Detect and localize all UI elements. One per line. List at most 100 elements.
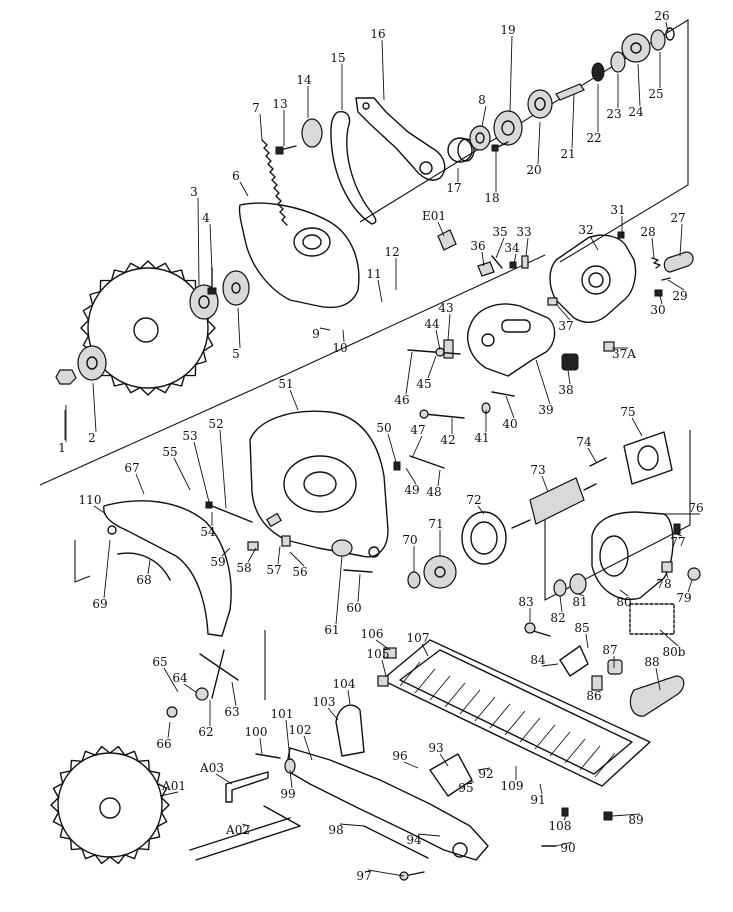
callout-number: 80 xyxy=(616,595,631,609)
callout-leader xyxy=(437,221,445,237)
callout-c35: 35 xyxy=(492,225,508,259)
callout-leader xyxy=(539,783,543,795)
upper-guard-6 xyxy=(238,202,360,309)
callout-c52: 52 xyxy=(208,417,227,509)
callout-c22: 22 xyxy=(586,84,602,145)
callout-c1: 1 xyxy=(58,405,67,455)
callout-c39: 39 xyxy=(535,359,554,417)
callout-leader xyxy=(439,753,449,767)
parts-76-79 xyxy=(661,523,701,581)
lock-lever-36 xyxy=(477,261,495,277)
callout-ca03: A03 xyxy=(199,761,233,785)
callout-number: 94 xyxy=(406,833,422,847)
callout-c7: 7 xyxy=(252,101,263,141)
callout-c8: 8 xyxy=(478,93,487,127)
base-plate-107 xyxy=(381,639,651,787)
plate-39 xyxy=(467,303,556,377)
callout-c107: 107 xyxy=(407,631,429,657)
callout-c25: 25 xyxy=(648,52,664,101)
callout-leader xyxy=(183,683,197,693)
callout-number: 82 xyxy=(550,611,565,625)
callout-c56: 56 xyxy=(289,551,308,579)
callout-leader xyxy=(481,105,487,127)
callout-number: 12 xyxy=(384,245,399,259)
callout-leader xyxy=(611,813,641,817)
callout-c5: 5 xyxy=(232,307,241,361)
callout-c58: 58 xyxy=(236,547,257,575)
callout-c82: 82 xyxy=(550,595,566,625)
callout-number: 91 xyxy=(530,793,545,807)
callout-number: 81 xyxy=(572,595,587,609)
callout-number: 108 xyxy=(549,819,572,833)
callout-number: 61 xyxy=(324,623,339,637)
callout-number: 69 xyxy=(92,597,107,611)
callout-number: 19 xyxy=(500,23,515,37)
ring-5 xyxy=(222,270,250,306)
callout-leader xyxy=(637,63,641,107)
callout-c36: 36 xyxy=(470,239,486,267)
arm-94 xyxy=(285,747,489,861)
callout-number: 70 xyxy=(402,533,417,547)
callout-c20: 20 xyxy=(526,121,542,177)
callout-leader xyxy=(167,721,171,739)
callout-number: 66 xyxy=(156,737,171,751)
callout-c43: 43 xyxy=(438,301,454,341)
bearing-72 xyxy=(461,511,507,565)
callout-leader xyxy=(319,327,331,331)
callout-number: 9 xyxy=(312,327,320,341)
callout-leader xyxy=(687,579,693,593)
callout-number: 103 xyxy=(313,695,336,709)
lever-15 xyxy=(330,111,377,225)
callout-number: 106 xyxy=(361,627,384,641)
callout-number: 78 xyxy=(656,577,671,591)
spring-52-53 xyxy=(205,501,253,523)
callout-number: E01 xyxy=(422,209,446,223)
callout-leader xyxy=(403,761,419,769)
callout-number: 102 xyxy=(289,723,312,737)
callout-c60: 60 xyxy=(346,573,362,615)
callout-c49: 49 xyxy=(404,467,420,497)
guide-a02 xyxy=(189,805,301,861)
callout-c110: 110 xyxy=(79,493,107,515)
outer-flange xyxy=(77,345,107,381)
callout-number: 99 xyxy=(280,787,295,801)
callout-number: 63 xyxy=(224,705,239,719)
callout-ca02: A02 xyxy=(225,823,251,837)
callout-leader xyxy=(357,573,361,603)
callout-c28: 28 xyxy=(640,225,656,259)
callout-c101: 101 xyxy=(271,707,293,761)
callout-leader xyxy=(577,593,585,597)
callout-leader xyxy=(631,417,643,437)
callout-leader xyxy=(665,21,669,33)
callout-c68: 68 xyxy=(136,559,152,587)
callout-c87: 87 xyxy=(602,643,618,668)
callout-number: 31 xyxy=(610,203,625,217)
callout-number: 40 xyxy=(502,417,517,431)
blade-bolt xyxy=(55,369,77,385)
callout-c86: 86 xyxy=(586,689,601,703)
callout-leader xyxy=(193,441,211,507)
callout-c83: 83 xyxy=(518,595,534,622)
callout-number: 73 xyxy=(530,463,545,477)
callout-c69: 69 xyxy=(92,539,111,611)
callout-number: 48 xyxy=(426,485,441,499)
callout-leader xyxy=(563,815,567,821)
bushing-17 xyxy=(447,137,475,163)
callout-c18: 18 xyxy=(484,150,500,205)
callout-c41: 41 xyxy=(474,410,490,445)
callout-number: 23 xyxy=(606,107,621,121)
callout-number: 36 xyxy=(470,239,485,253)
callout-number: 4 xyxy=(202,211,210,225)
callout-number: 7 xyxy=(252,101,260,115)
spring-43 xyxy=(443,339,454,359)
callout-c47: 47 xyxy=(410,423,426,459)
callout-number: 24 xyxy=(628,105,644,119)
callout-c90: 90 xyxy=(555,841,576,855)
callout-number: 100 xyxy=(245,725,268,739)
callout-leader xyxy=(375,639,391,651)
linkage-62-66 xyxy=(166,649,239,718)
callout-number: 52 xyxy=(208,417,223,431)
callout-leader xyxy=(381,659,387,677)
